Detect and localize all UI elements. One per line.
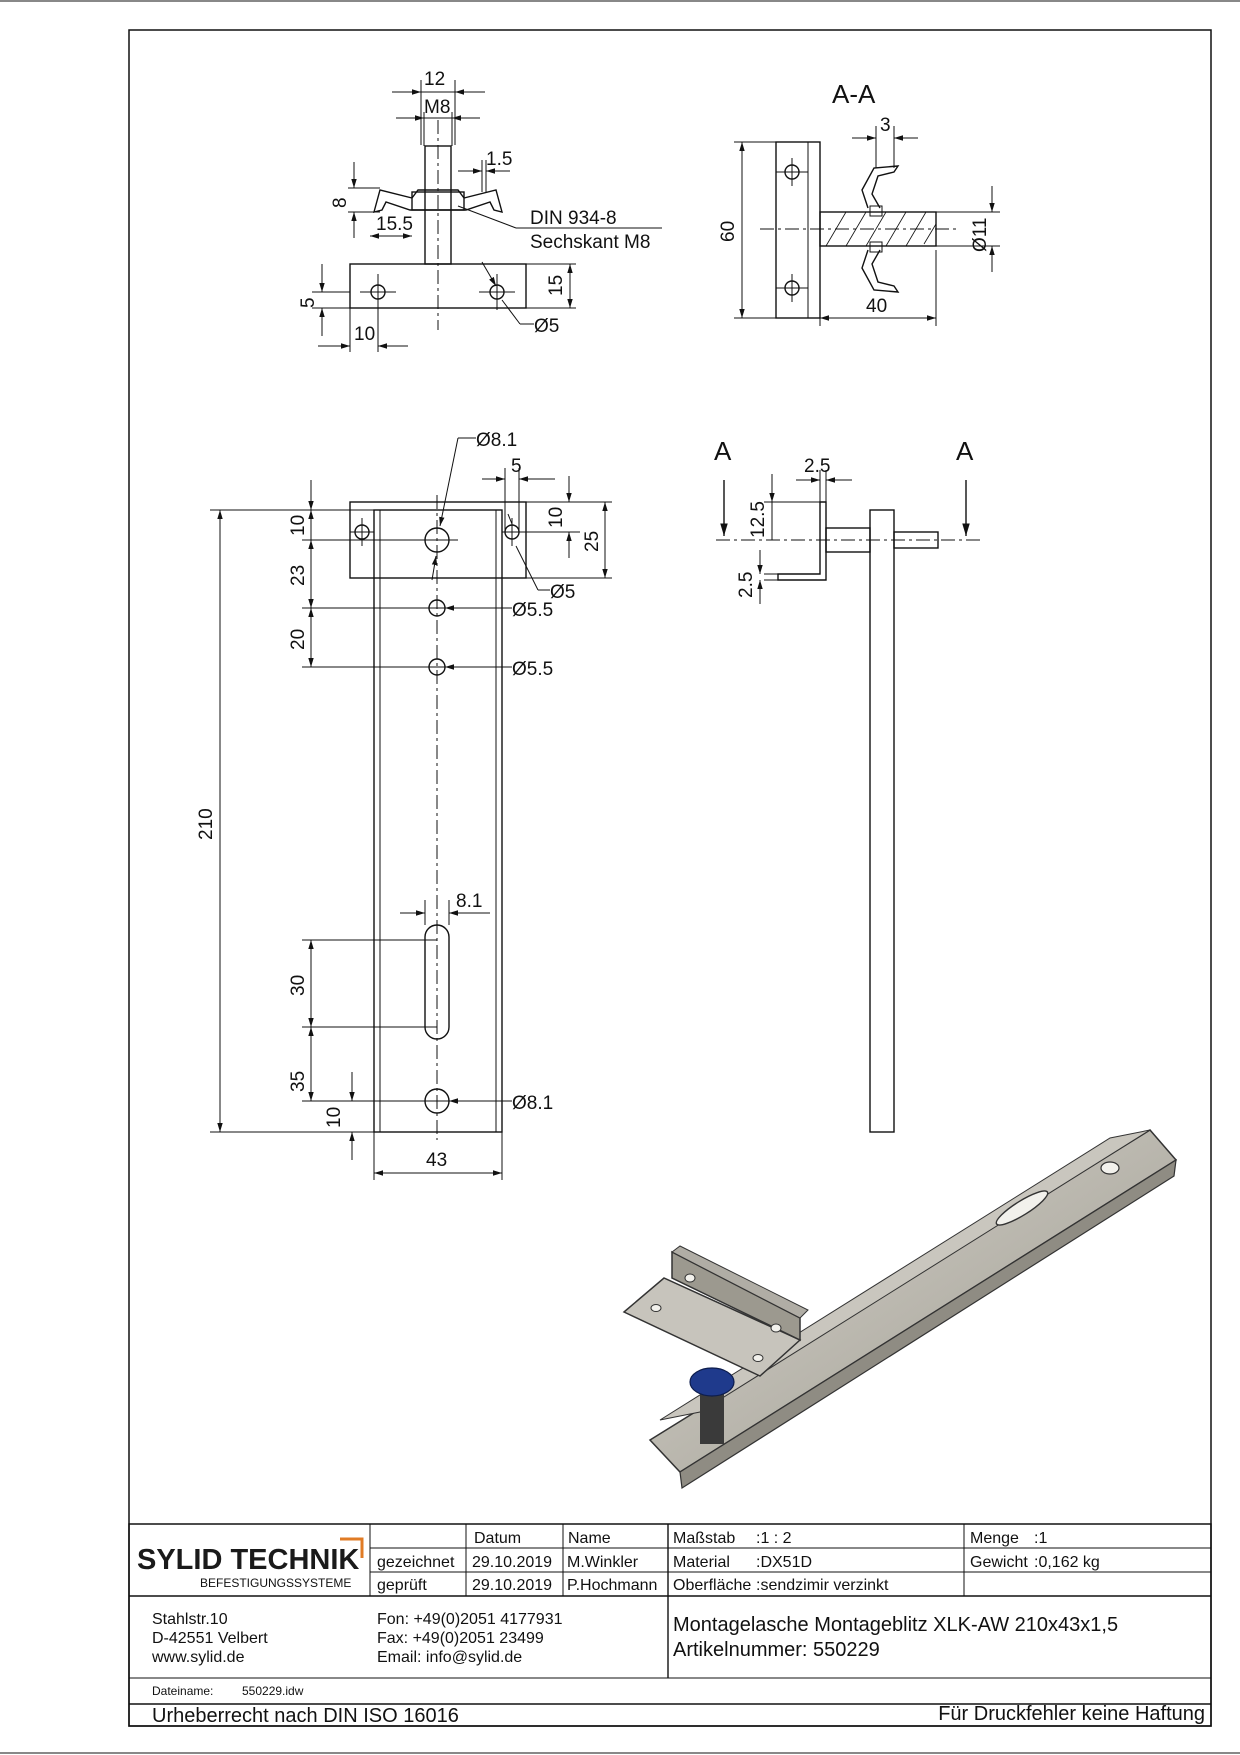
dim-front-10-left: 10 (288, 515, 309, 536)
dim-front-8-1: 8.1 (456, 891, 482, 912)
copyright-notice: Urheberrecht nach DIN ISO 16016 (152, 1705, 459, 1727)
side-bolt-end (893, 531, 939, 549)
logo-accent (340, 1537, 364, 1558)
dim-front-5: 5 (511, 456, 522, 477)
dim-top-5: 5 (298, 297, 319, 308)
iso-blue-nut (689, 1367, 735, 1397)
dim-front-10-bottom: 10 (324, 1107, 345, 1128)
cut-label-right: A (956, 436, 974, 466)
drawn-name: M.Winkler (567, 1554, 639, 1571)
filename-label: Dateiname: (152, 1684, 213, 1698)
checked-name: P.Hochmann (567, 1577, 657, 1594)
dim-front-d8-1-top: Ø8.1 (476, 430, 517, 451)
cut-label-left: A (714, 436, 732, 466)
product-title: Montagelasche Montageblitz XLK-AW 210x43… (673, 1614, 1118, 1636)
row-drawn: gezeichnet (377, 1554, 455, 1571)
row-checked: geprüft (377, 1577, 427, 1594)
top-view-nut (411, 191, 465, 211)
side-bracket-angle (777, 501, 827, 581)
dim-top-d5: Ø5 (534, 316, 559, 337)
weight-value: :0,162 kg (1034, 1554, 1100, 1571)
dim-section-40: 40 (866, 296, 887, 317)
dim-front-25: 25 (582, 531, 603, 552)
weight-label: Gewicht (970, 1554, 1028, 1571)
col-datum: Datum (474, 1530, 521, 1547)
contact-phone: Fon: +49(0)2051 4177931 (377, 1611, 563, 1628)
surface-label: Oberfläche (673, 1577, 751, 1594)
dim-top-15: 15 (546, 275, 567, 296)
scale-label: Maßstab (673, 1530, 735, 1547)
dim-section-3: 3 (880, 115, 891, 136)
drawing-frame (128, 29, 1212, 1727)
section-rail-lower (861, 249, 900, 293)
front-rail-body (373, 509, 503, 1133)
section-a-a-label: A-A (832, 79, 876, 109)
logo-main: SYLID TECHNIK (137, 1544, 359, 1576)
contact-fax: Fax: +49(0)2051 23499 (377, 1630, 544, 1647)
material-value: :DX51D (756, 1554, 812, 1571)
scale-value: :1 : 2 (756, 1530, 792, 1547)
qty-value: :1 (1034, 1530, 1047, 1547)
side-rail (869, 509, 895, 1133)
top-view-rail-profile (373, 189, 503, 213)
iso-bolt (700, 1392, 724, 1444)
dim-front-35: 35 (288, 1071, 309, 1092)
drawn-date: 29.10.2019 (472, 1554, 552, 1571)
dim-section-60: 60 (718, 221, 739, 242)
dim-front-d5: Ø5 (550, 582, 575, 603)
dim-front-10-right: 10 (546, 507, 567, 528)
dim-top-1-5: 1.5 (486, 149, 512, 170)
dim-front-d5-5-b: Ø5.5 (512, 659, 553, 680)
dim-front-30: 30 (288, 975, 309, 996)
title-block: SYLID TECHNIK BEFESTIGUNGSSYSTEME Datum … (128, 1523, 1212, 1727)
dim-front-d5-5-a: Ø5.5 (512, 600, 553, 621)
side-nut (825, 527, 871, 553)
address-line-3: www.sylid.de (151, 1649, 245, 1666)
surface-value: :sendzimir verzinkt (756, 1577, 889, 1594)
iso-slot (995, 1190, 1049, 1226)
dim-front-210: 210 (196, 808, 217, 840)
print-disclaimer: Für Druckfehler keine Haftung (938, 1703, 1205, 1725)
material-label: Material (673, 1554, 730, 1571)
address-line-2: D-42551 Velbert (152, 1630, 268, 1647)
iso-hole (1100, 1161, 1120, 1175)
dim-top-12: 12 (424, 69, 445, 90)
dim-side-12-5: 12.5 (748, 501, 769, 538)
dim-top-10: 10 (354, 324, 375, 345)
dim-side-2-5-top: 2.5 (804, 456, 830, 477)
qty-label: Menge (970, 1530, 1019, 1547)
dim-top-m8: M8 (424, 97, 450, 118)
dim-top-15-5: 15.5 (376, 214, 413, 235)
dim-front-d8-1-bottom: Ø8.1 (512, 1093, 553, 1114)
dim-side-2-5-left: 2.5 (736, 572, 757, 598)
section-rail-upper (861, 165, 900, 209)
dim-front-20: 20 (288, 629, 309, 650)
front-view: Ø8.1 5 10 25 Ø5 10 23 20 Ø5.5 Ø5.5 (196, 430, 612, 1180)
col-name: Name (568, 1530, 611, 1547)
contact-email: Email: info@sylid.de (377, 1649, 522, 1666)
dim-front-43: 43 (426, 1150, 447, 1171)
side-view: A A 2.5 12.5 2.5 (714, 436, 980, 1133)
logo-sub: BEFESTIGUNGSSYSTEME (200, 1576, 351, 1590)
dim-top-8: 8 (330, 197, 351, 208)
dim-section-d11: Ø11 (970, 217, 991, 252)
section-a-a-view: A-A 3 60 40 (718, 79, 1000, 326)
callout-nut-line2: Sechskant M8 (530, 232, 650, 253)
checked-date: 29.10.2019 (472, 1577, 552, 1594)
callout-nut-line1: DIN 934-8 (530, 208, 617, 229)
top-view: 12 M8 1.5 8 15.5 DIN 934-8 Sechskant M8 … (298, 69, 662, 352)
isometric-render (622, 1129, 1178, 1490)
address-line-1: Stahlstr.10 (152, 1611, 228, 1628)
filename-value: 550229.idw (242, 1684, 304, 1698)
article-number: Artikelnummer: 550229 (673, 1639, 880, 1661)
dim-front-23: 23 (288, 565, 309, 586)
iso-rail-side (679, 1158, 1177, 1490)
